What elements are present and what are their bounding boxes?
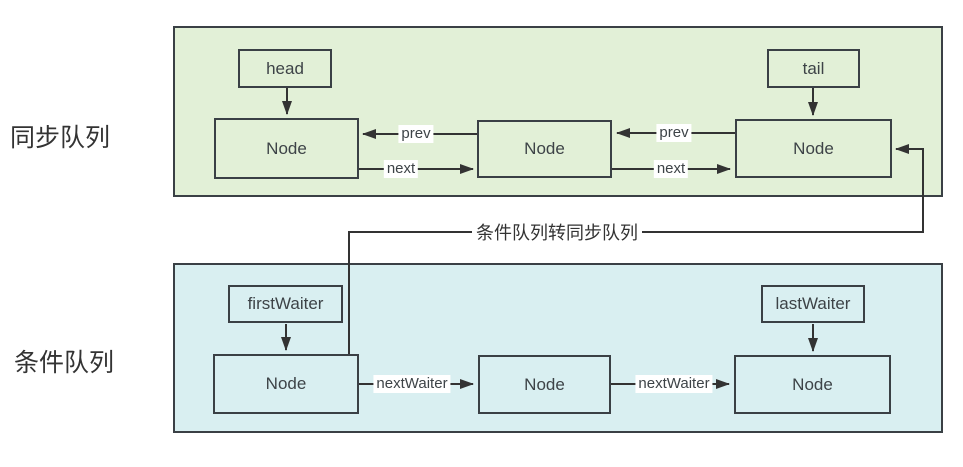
condition-node-3: Node: [734, 355, 891, 414]
prev-edge-label-2: prev: [656, 124, 692, 142]
nextwaiter-edge-label-1: nextWaiter: [373, 375, 451, 393]
condition-node-1: Node: [213, 354, 359, 414]
condition-node-2: Node: [478, 355, 611, 414]
lastwaiter-pointer-box: lastWaiter: [761, 285, 865, 323]
next-edge-label-1: next: [383, 160, 419, 178]
tail-pointer-box: tail: [767, 49, 860, 88]
sync-node-1: Node: [214, 118, 359, 179]
sync-node-2: Node: [477, 120, 612, 178]
next-edge-label-2: next: [653, 160, 689, 178]
firstwaiter-pointer-box: firstWaiter: [228, 285, 343, 323]
condition-queue-label: 条件队列: [14, 349, 115, 377]
condition-to-sync-transfer-label: 条件队列转同步队列: [472, 219, 642, 245]
sync-node-3: Node: [735, 119, 892, 178]
prev-edge-label-1: prev: [398, 125, 434, 143]
head-pointer-box: head: [238, 49, 332, 88]
nextwaiter-edge-label-2: nextWaiter: [635, 375, 713, 393]
sync-queue-label: 同步队列: [10, 124, 111, 152]
